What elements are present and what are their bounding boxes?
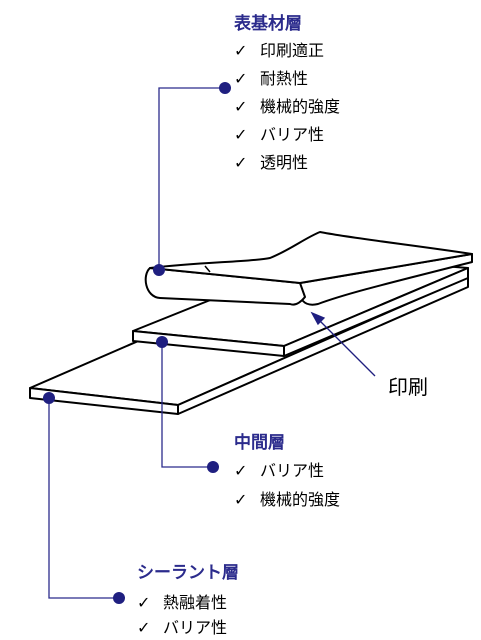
surface-item: ✓印刷適正 <box>234 41 325 60</box>
check-icon: ✓ <box>234 153 248 172</box>
middle-item: ✓バリア性 <box>234 461 325 480</box>
middle-item: ✓機械的強度 <box>234 490 341 509</box>
check-icon: ✓ <box>234 97 248 116</box>
leader-lines <box>48 87 224 599</box>
leader-dots <box>43 82 231 604</box>
sealant-item: ✓バリア性 <box>137 618 228 637</box>
sealant-dot <box>43 392 55 404</box>
print-label: 印刷 <box>388 375 428 399</box>
sealant-item: ✓熱融着性 <box>137 593 228 612</box>
check-icon: ✓ <box>234 69 248 88</box>
check-icon: ✓ <box>137 593 151 612</box>
check-icon: ✓ <box>234 461 248 480</box>
check-icon: ✓ <box>234 41 248 60</box>
sealant-leader <box>48 398 118 599</box>
check-icon: ✓ <box>234 125 248 144</box>
surface-dot <box>153 264 165 276</box>
surface-item: ✓耐熱性 <box>234 69 309 88</box>
surface-layer-title: 表基材層 <box>234 14 302 34</box>
surface-leader <box>158 87 224 270</box>
surface-item: ✓バリア性 <box>234 125 325 144</box>
check-icon: ✓ <box>137 618 151 637</box>
print-arrow <box>310 311 376 377</box>
check-icon: ✓ <box>234 490 248 509</box>
middle-leader <box>161 342 212 468</box>
surface-item: ✓透明性 <box>234 153 309 172</box>
surface-item: ✓機械的強度 <box>234 97 341 116</box>
middle-dot <box>156 336 168 348</box>
sealant-layer-title: シーラント層 <box>137 563 239 583</box>
middle-layer-title: 中間層 <box>234 433 285 453</box>
surface-layer-shape <box>144 231 473 306</box>
